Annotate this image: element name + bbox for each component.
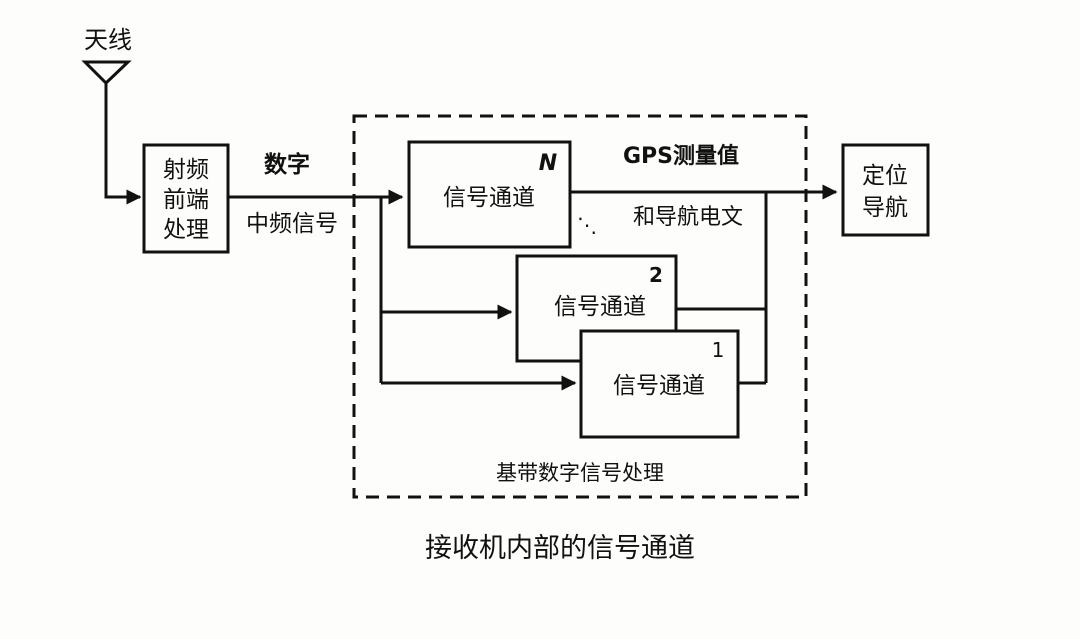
baseband-label: 基带数字信号处理: [496, 461, 664, 485]
rf-block-line-2: 前端: [163, 187, 209, 213]
nav-block-line-1: 定位: [862, 163, 908, 189]
channel-1-number: 1: [712, 338, 725, 362]
channel-ellipsis: ⋱: [577, 213, 597, 237]
nav-block-line-2: 导航: [862, 195, 908, 221]
figure-caption: 接收机内部的信号通道: [425, 533, 695, 564]
antenna-icon: [81, 60, 132, 86]
channel-2-number: 2: [649, 263, 663, 287]
channel-n-number: N: [539, 151, 557, 176]
antenna-label: 天线: [84, 26, 132, 54]
channel-1-label: 信号通道: [613, 373, 705, 399]
rf-frontend-block: [142, 143, 230, 254]
digital-if-label-1: 数字: [264, 151, 310, 178]
output-label-1: GPS测量值: [623, 143, 739, 169]
channel-n-label: 信号通道: [443, 185, 535, 211]
channel-n-block: [407, 140, 572, 249]
output-label-2: 和导航电文: [633, 205, 743, 230]
baseband-region: [352, 114, 808, 499]
rf-block-line-1: 射频: [163, 157, 209, 183]
antenna-feed-line: [104, 83, 142, 205]
nav-block: [841, 143, 930, 237]
channel-2-label: 信号通道: [554, 294, 646, 320]
rf-block-line-3: 处理: [163, 217, 209, 243]
digital-if-label-2: 中频信号: [246, 211, 338, 237]
